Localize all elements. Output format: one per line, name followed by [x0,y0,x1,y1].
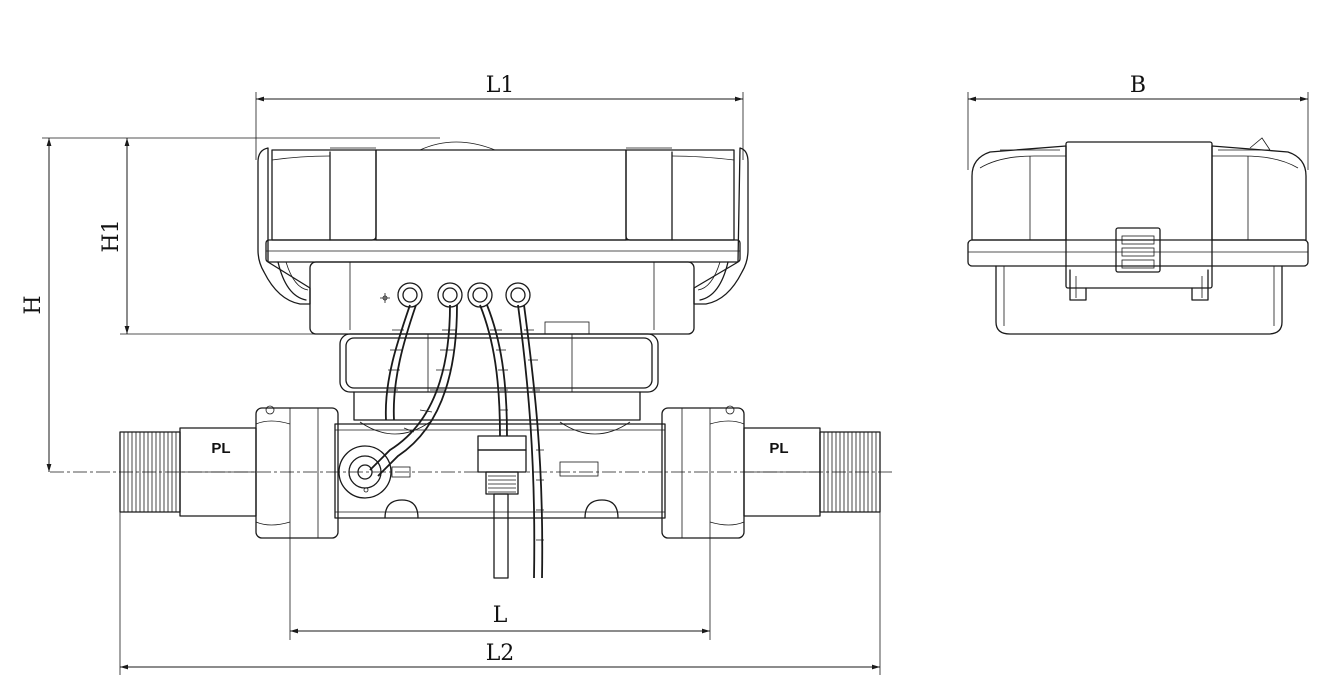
side-view [967,137,1309,335]
cable-glands [397,282,531,308]
left-fitting-label: PL [211,440,230,457]
cables [369,304,544,579]
right-fitting-label: PL [769,440,788,457]
dimension-label-b: B [1130,73,1146,98]
pipe-body [334,423,666,519]
dimension-label-l1: L1 [486,73,515,98]
dimension-label-h1: H1 [99,219,124,252]
meter-body [309,261,695,335]
top-cover [257,141,749,305]
front-view: PL PL [50,141,895,579]
dimension-label-h: H [21,295,46,314]
dimension-label-l: L [493,603,508,628]
temperature-sensor [477,435,527,579]
dimension-label-l2: L2 [486,641,515,666]
dimension-lines: L1 B H H1 L L2 [21,73,1309,675]
